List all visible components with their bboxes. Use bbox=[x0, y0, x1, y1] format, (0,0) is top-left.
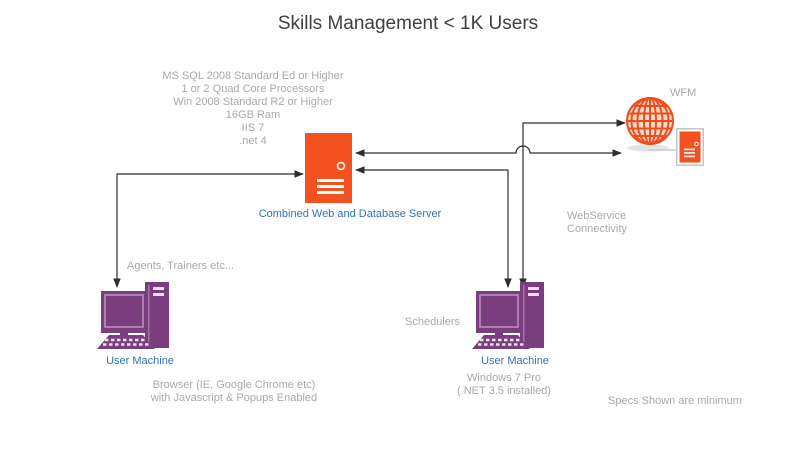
globe-icon bbox=[626, 97, 674, 152]
page-title: Skills Management < 1K Users bbox=[277, 13, 539, 34]
server-label: Combined Web and Database Server bbox=[258, 208, 442, 220]
wfm-label: WFM bbox=[670, 87, 697, 99]
footnote: Specs Shown are minimum bbox=[608, 395, 742, 407]
server-spec-line: .net 4 bbox=[239, 135, 267, 147]
browser-note-line2: with Javascript & Popups Enabled bbox=[150, 392, 318, 404]
server-spec-line: Win 2008 Standard R2 or Higher bbox=[173, 96, 333, 108]
server-spec-line: 1 or 2 Quad Core Processors bbox=[181, 83, 325, 95]
server-spec-line: MS SQL 2008 Standard Ed or Higher bbox=[162, 70, 344, 82]
windows-note-line1: Windows 7 Pro bbox=[467, 372, 541, 384]
windows-note: Windows 7 Pro (.NET 3.5 installed) bbox=[457, 372, 551, 398]
browser-note: Browser (IE, Google Chrome etc) with Jav… bbox=[151, 379, 317, 405]
user-machine-icon bbox=[472, 282, 544, 349]
mini-server-icon bbox=[676, 128, 704, 166]
server-spec-line: 16GB Ram bbox=[225, 109, 281, 121]
schedulers-caption: Schedulers bbox=[405, 316, 461, 328]
webservice-note: WebService Connectivity bbox=[567, 210, 627, 236]
windows-note-line2: (.NET 3.5 installed) bbox=[457, 385, 551, 397]
user-machine-label: User Machine bbox=[481, 355, 549, 367]
webservice-note-line1: WebService bbox=[567, 210, 627, 222]
user-machine-label: User Machine bbox=[106, 355, 174, 367]
server-icon bbox=[305, 133, 352, 203]
connector-globe-schedulers bbox=[519, 119, 626, 288]
webservice-note-line2: Connectivity bbox=[567, 223, 627, 235]
server-specs: MS SQL 2008 Standard Ed or Higher 1 or 2… bbox=[162, 70, 343, 148]
user-machine-icon bbox=[97, 282, 169, 349]
connector-server-schedulers bbox=[355, 166, 512, 288]
agents-caption: Agents, Trainers etc... bbox=[127, 260, 234, 272]
server-spec-line: IIS 7 bbox=[241, 122, 265, 134]
browser-note-line1: Browser (IE, Google Chrome etc) bbox=[152, 379, 316, 391]
connector-server-wfm bbox=[355, 145, 622, 157]
